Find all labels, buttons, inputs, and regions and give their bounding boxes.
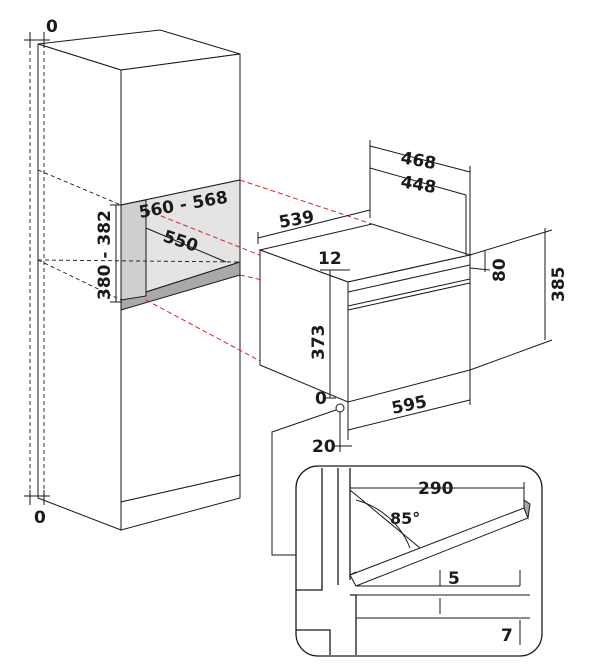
label-niche-height: 380 - 382 <box>95 210 115 300</box>
label-panel-height: 80 <box>490 258 510 282</box>
oven-control-panel <box>347 264 471 307</box>
cabinet-upper-front <box>120 53 241 206</box>
label-base-gap: 7 <box>501 626 513 646</box>
label-oven-depth: 539 <box>277 207 315 233</box>
detail-inset <box>295 465 543 657</box>
label-door-gap: 5 <box>448 569 460 589</box>
label-oven-top-offset: 12 <box>318 249 342 269</box>
label-oven-width-outer: 468 <box>399 148 437 174</box>
label-front-zero: 0 <box>315 389 327 409</box>
oven <box>258 223 472 403</box>
label-door-angle: 85° <box>390 509 420 528</box>
cabinet-side <box>37 43 122 531</box>
label-oven-inner-height: 373 <box>309 325 329 361</box>
detail-callout-circle <box>335 403 345 413</box>
label-oven-front-width: 595 <box>390 392 429 419</box>
label-front-offset: 20 <box>312 437 336 457</box>
label-bottom-gap: 0 <box>34 508 46 528</box>
label-top-gap: 0 <box>46 17 58 37</box>
label-oven-height: 385 <box>549 267 569 303</box>
niche-side-shadow <box>120 199 147 301</box>
cabinet-hidden-edge <box>37 169 122 206</box>
cabinet-hidden-edge <box>37 259 122 301</box>
cabinet <box>24 29 241 531</box>
label-oven-width-inner: 448 <box>399 172 437 198</box>
cabinet-hidden-edge <box>37 259 241 263</box>
detail-door-edge <box>523 499 531 520</box>
projection-lines <box>145 179 373 363</box>
label-door-length: 290 <box>418 479 454 499</box>
